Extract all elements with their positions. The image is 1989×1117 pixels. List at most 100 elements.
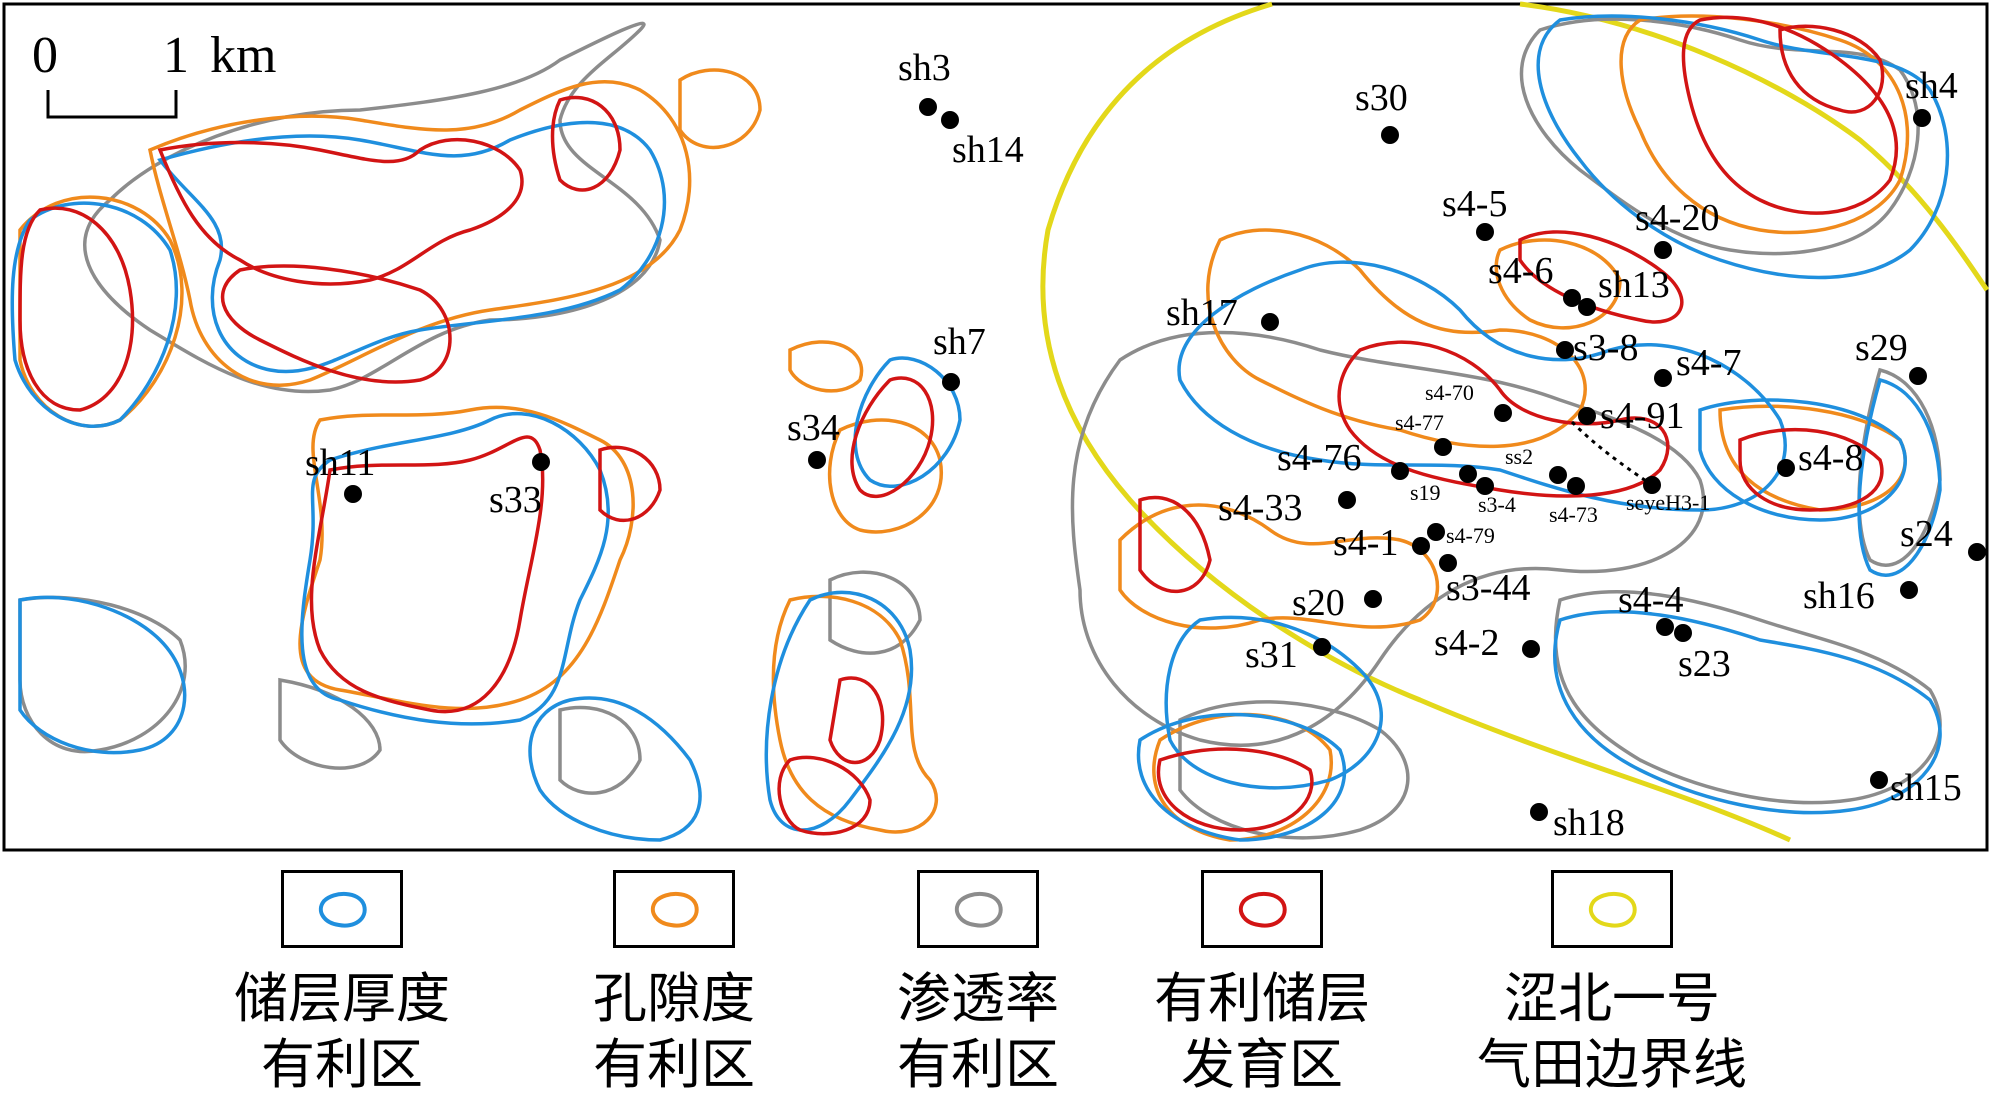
well-s4-73: s4-73 bbox=[1549, 477, 1598, 527]
well-dot bbox=[1654, 369, 1672, 387]
well-dot bbox=[1439, 554, 1457, 572]
legend-swatch-thickness bbox=[281, 870, 403, 948]
well-label: sh13 bbox=[1598, 264, 1670, 306]
legend-label-favorable: 有利储层发育区 bbox=[1154, 969, 1370, 1095]
well-label: sh4 bbox=[1905, 65, 1958, 107]
well-label: s31 bbox=[1245, 634, 1298, 676]
well-dot bbox=[1476, 477, 1494, 495]
well-label: s4-79 bbox=[1446, 523, 1495, 548]
well-seyeH3-1: seyeH3-1 bbox=[1626, 476, 1710, 515]
legend-swatch-favorable bbox=[1201, 870, 1323, 948]
well-dot bbox=[1556, 341, 1574, 359]
scale-bar: 0 1 km bbox=[32, 27, 276, 119]
well-label: s4-5 bbox=[1442, 183, 1507, 225]
legend: 储层厚度有利区 孔隙度有利区 渗透率有利区 有利储层发育区 涩北一号气田边界线 bbox=[0, 860, 1989, 1117]
well-dot bbox=[1391, 462, 1409, 480]
well-s34: s34 bbox=[787, 407, 840, 469]
porosity-zones bbox=[18, 14, 1910, 842]
well-dot bbox=[1530, 803, 1548, 821]
well-dot bbox=[1563, 289, 1581, 307]
well-label: s4-6 bbox=[1488, 250, 1553, 292]
well-label: sh3 bbox=[898, 47, 951, 89]
well-dot bbox=[1567, 477, 1585, 495]
gas-field-boundary-east bbox=[1519, 1, 1989, 292]
legend-swatch-boundary bbox=[1551, 870, 1673, 948]
well-dot bbox=[1549, 466, 1567, 484]
well-dot bbox=[1434, 438, 1452, 456]
well-ss2: ss2 bbox=[1505, 444, 1567, 484]
well-s20: s20 bbox=[1292, 582, 1382, 624]
gas-field-boundary bbox=[1040, 1, 1792, 843]
well-label: s4-91 bbox=[1600, 395, 1684, 437]
well-sh13: sh13 bbox=[1578, 264, 1670, 316]
well-dot bbox=[1656, 618, 1674, 636]
well-s33: s33 bbox=[489, 453, 550, 521]
well-label: ss2 bbox=[1505, 444, 1533, 469]
well-label: s4-33 bbox=[1218, 487, 1302, 529]
well-label: sh16 bbox=[1803, 575, 1875, 617]
well-label: s4-77 bbox=[1395, 410, 1444, 435]
well-s29: s29 bbox=[1855, 327, 1927, 385]
well-label: s24 bbox=[1900, 513, 1953, 555]
legend-item-favorable: 有利储层发育区 bbox=[1112, 870, 1412, 1098]
scale-unit: km bbox=[210, 27, 276, 84]
well-dot bbox=[1381, 126, 1399, 144]
well-dot bbox=[1364, 590, 1382, 608]
legend-label-thickness: 储层厚度有利区 bbox=[234, 969, 450, 1095]
well-dot bbox=[1913, 109, 1931, 127]
well-s3-8: s3-8 bbox=[1556, 327, 1638, 369]
legend-item-permeability: 渗透率有利区 bbox=[828, 870, 1128, 1098]
well-s4-1: s4-1 bbox=[1333, 522, 1430, 564]
well-dot bbox=[941, 111, 959, 129]
well-s31: s31 bbox=[1245, 634, 1331, 676]
well-dot bbox=[1261, 313, 1279, 331]
well-dot bbox=[1643, 476, 1661, 494]
legend-label-permeability: 渗透率有利区 bbox=[897, 969, 1059, 1095]
well-s4-79: s4-79 bbox=[1427, 523, 1495, 548]
legend-item-boundary: 涩北一号气田边界线 bbox=[1462, 870, 1762, 1098]
well-s4-20: s4-20 bbox=[1635, 197, 1719, 259]
well-label: seyeH3-1 bbox=[1626, 490, 1710, 515]
well-label: s3-44 bbox=[1446, 567, 1530, 609]
reservoir-map: 0 1 km bbox=[2, 1, 1989, 852]
well-s4-7: s4-7 bbox=[1654, 342, 1741, 387]
scale-one: 1 bbox=[163, 27, 189, 84]
well-dot bbox=[1900, 581, 1918, 599]
well-dot bbox=[1870, 771, 1888, 789]
legend-swatch-porosity bbox=[613, 870, 735, 948]
well-dot bbox=[1313, 638, 1331, 656]
well-label: s4-2 bbox=[1434, 622, 1499, 664]
well-label: s23 bbox=[1678, 643, 1731, 685]
well-sh11: sh11 bbox=[305, 442, 375, 503]
well-label: s4-76 bbox=[1277, 437, 1361, 479]
well-label: s3-8 bbox=[1573, 327, 1638, 369]
well-dot bbox=[532, 453, 550, 471]
legend-label-porosity: 孔隙度有利区 bbox=[593, 969, 755, 1095]
map-frame bbox=[2, 2, 1989, 852]
well-s23: s23 bbox=[1674, 624, 1731, 685]
well-s4-77: s4-77 bbox=[1395, 410, 1452, 456]
well-dot bbox=[1654, 241, 1672, 259]
well-label: sh15 bbox=[1890, 767, 1962, 809]
well-dot bbox=[1459, 465, 1477, 483]
well-dot bbox=[942, 373, 960, 391]
well-dot bbox=[1578, 407, 1596, 425]
well-s4-70: s4-70 bbox=[1425, 380, 1512, 422]
well-sh15: sh15 bbox=[1870, 767, 1962, 809]
thickness-zones bbox=[10, 14, 1950, 842]
well-s4-2: s4-2 bbox=[1434, 622, 1540, 664]
legend-label-boundary: 涩北一号气田边界线 bbox=[1477, 969, 1747, 1095]
well-dot bbox=[1412, 537, 1430, 555]
well-label: s33 bbox=[489, 479, 542, 521]
well-s19: s19 bbox=[1410, 465, 1477, 505]
well-label: s4-70 bbox=[1425, 380, 1474, 405]
well-dot bbox=[1338, 491, 1356, 509]
well-label: s20 bbox=[1292, 582, 1345, 624]
well-dot bbox=[1968, 543, 1986, 561]
well-dot bbox=[344, 485, 362, 503]
well-label: s4-8 bbox=[1798, 437, 1863, 479]
well-dot bbox=[1476, 223, 1494, 241]
legend-swatch-permeability bbox=[917, 870, 1039, 948]
legend-item-porosity: 孔隙度有利区 bbox=[524, 870, 824, 1098]
well-label: s19 bbox=[1410, 480, 1441, 505]
